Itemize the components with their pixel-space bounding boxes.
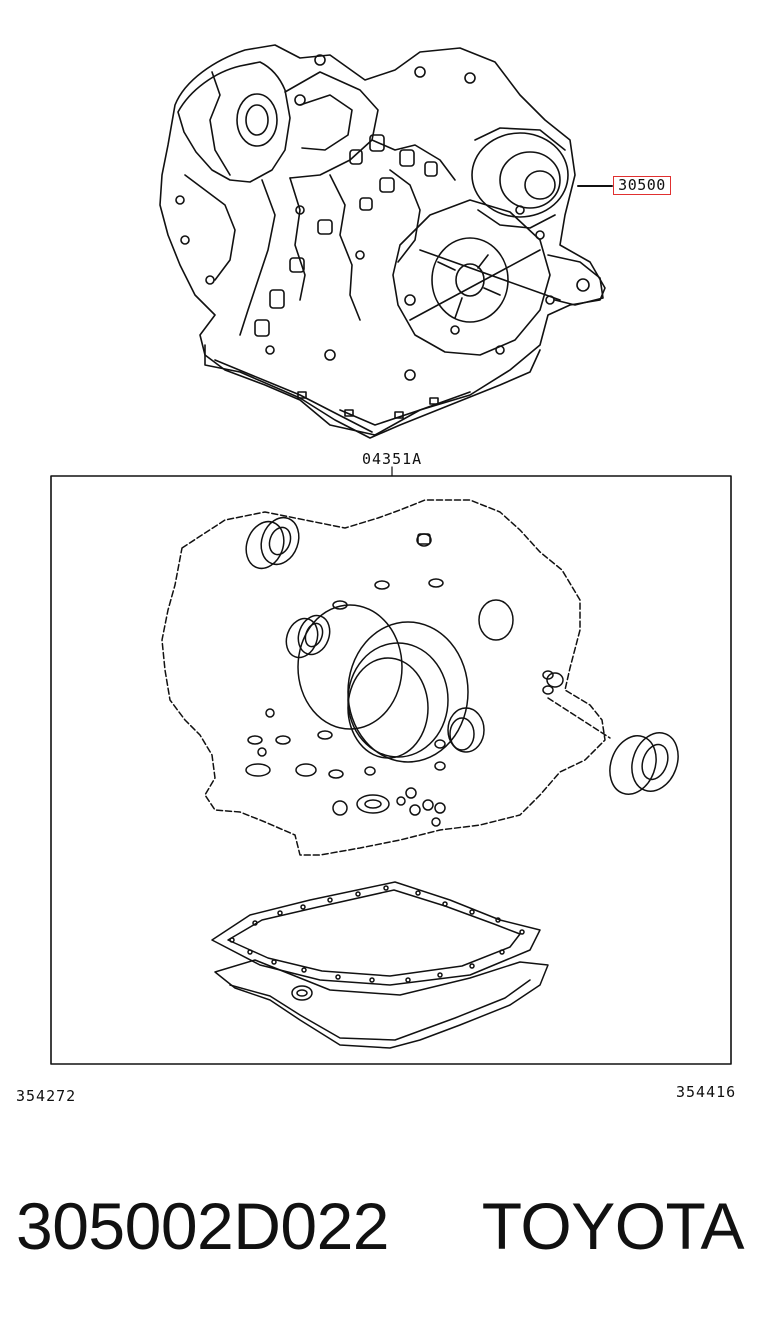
callout-part-label: 30500	[613, 176, 671, 195]
footer-brand: TOYOTA	[481, 1189, 745, 1263]
kit-code-label: 04351A	[362, 450, 423, 468]
left-id-label: 354272	[16, 1087, 77, 1105]
gasket-kit-illustration	[161, 499, 679, 1049]
right-id-label: 354416	[676, 1083, 737, 1101]
footer-part-number: 305002D022	[16, 1189, 390, 1263]
kit-frame	[50, 475, 732, 1065]
transmission-assembly-illustration	[159, 44, 606, 439]
